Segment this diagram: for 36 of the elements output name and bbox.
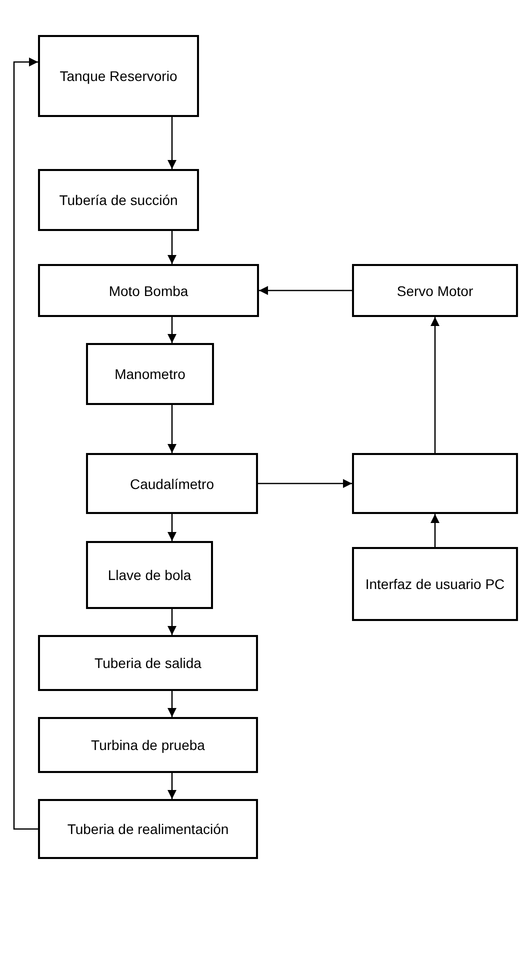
arrow (168, 405, 176, 453)
arrow (168, 609, 176, 635)
arrow (168, 773, 176, 799)
box-label: Manometro (114, 366, 186, 382)
process-box (38, 169, 199, 231)
process-box (86, 343, 214, 405)
arrow (259, 286, 352, 295)
process-box (38, 717, 258, 773)
process-box (86, 453, 258, 514)
arrow (430, 514, 440, 547)
arrow (168, 691, 176, 717)
process-box (352, 547, 518, 621)
arrow (168, 317, 176, 343)
arrow (168, 231, 176, 264)
box-label: Tanque Reservorio (60, 68, 178, 84)
box-label: Tuberia de realimentación (67, 821, 229, 837)
arrow (168, 514, 176, 541)
process-box (86, 541, 213, 609)
box-label: Caudalímetro (130, 476, 214, 492)
box-label: Turbina de prueba (91, 737, 205, 753)
process-box (352, 453, 518, 514)
arrow (13, 58, 38, 830)
process-box (38, 635, 258, 691)
box-label: Interfaz de usuario PC (365, 576, 505, 592)
box-label: Llave de bola (108, 567, 192, 583)
arrow (258, 479, 352, 488)
process-box (38, 264, 259, 317)
process-box (352, 264, 518, 317)
process-box (38, 799, 258, 859)
box-label: Tubería de succión (59, 192, 178, 208)
arrow (430, 317, 440, 453)
box-label: Servo Motor (396, 282, 474, 298)
box-label: Tuberia de salida (94, 655, 202, 671)
arrow (168, 117, 176, 169)
box-label: Moto Bomba (108, 282, 188, 298)
process-box (38, 35, 199, 117)
